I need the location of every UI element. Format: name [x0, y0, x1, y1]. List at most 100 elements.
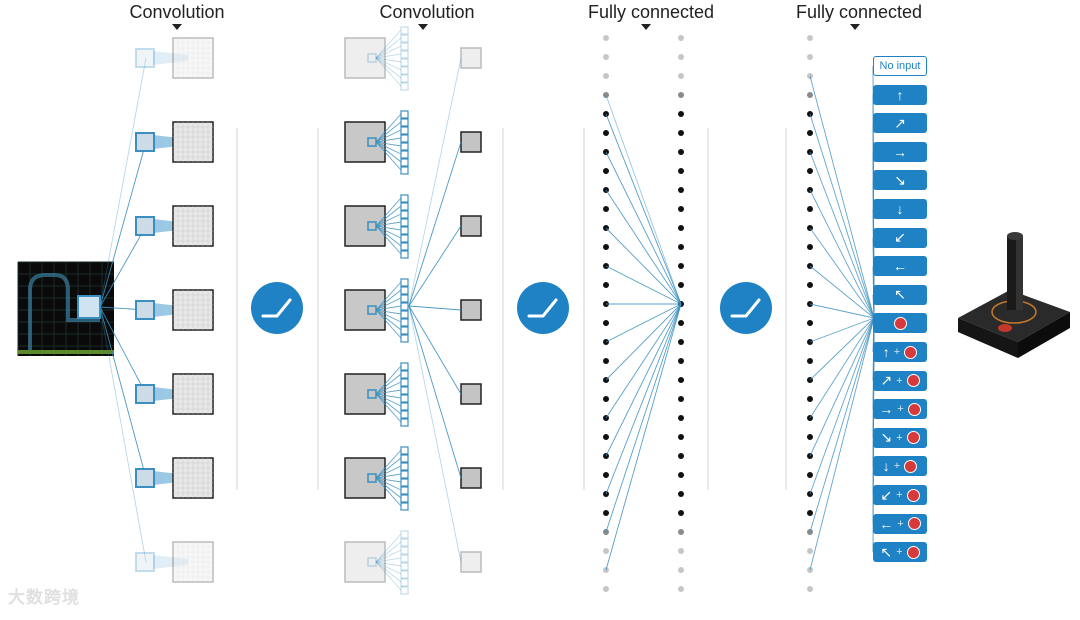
filter-beam: [153, 51, 188, 65]
connection-line: [99, 306, 147, 479]
stage-title-fc1: Fully connected: [587, 2, 715, 22]
game-ground: [18, 350, 114, 354]
filter-fan-line: [375, 533, 402, 563]
direction-arrow-icon: ↗: [880, 372, 893, 389]
filter-fan-line: [375, 561, 402, 591]
conv2-filter-unit: [400, 286, 409, 295]
fc1-output-node: [678, 339, 684, 345]
filter-fan-line: [375, 213, 402, 227]
connection-line: [605, 303, 682, 381]
filter-fan-line: [375, 197, 402, 227]
conv2-output-map: [460, 47, 482, 69]
filter-fan-line: [375, 381, 402, 395]
filter-fan-line: [375, 225, 402, 231]
no-input-label: No input: [879, 60, 921, 72]
action-output: ↙+: [873, 485, 927, 505]
fc2-input-node: [807, 396, 813, 402]
fc2-input-node: [807, 548, 813, 554]
conv2-filter-unit: [400, 26, 409, 35]
fc1-output-node: [678, 415, 684, 421]
action-output: ←: [873, 256, 927, 277]
conv2-input-map: [344, 37, 386, 79]
fire-button-icon: [904, 459, 918, 473]
conv2-filter-unit: [400, 478, 409, 487]
conv2-output-map: [460, 215, 482, 237]
filter-fan-line: [375, 393, 402, 399]
connection-line: [99, 306, 147, 563]
conv2-output-map: [460, 551, 482, 573]
conv1-filter: [135, 216, 155, 236]
connection-line: [408, 305, 462, 311]
direction-arrow-icon: ↑: [882, 344, 890, 360]
conv2-filter-unit: [400, 578, 409, 587]
conv2-input-map: [344, 373, 386, 415]
conv2-filter-unit: [400, 362, 409, 371]
conv2-filter-unit: [400, 202, 409, 211]
direction-arrow-icon: ↗: [894, 114, 906, 131]
connection-line: [408, 225, 462, 307]
conv2-filter-unit: [400, 370, 409, 379]
conv2-filter-unit: [400, 58, 409, 67]
connection-line: [99, 57, 147, 308]
fc1-input-node: [603, 54, 609, 60]
connection-line: [408, 57, 462, 307]
relu-icon: [517, 282, 569, 334]
plus-icon: +: [893, 460, 901, 473]
conv2-filter-unit: [400, 378, 409, 387]
filter-fan-line: [375, 309, 402, 339]
conv2-filter-unit: [400, 250, 409, 259]
conv2-output-map: [460, 467, 482, 489]
connection-line: [605, 303, 682, 571]
fc1-output-node: [678, 453, 684, 459]
filter-fan-line: [375, 477, 402, 483]
stage-marker-fc2: [850, 24, 860, 30]
filter-fan-line: [375, 557, 402, 563]
fc1-output-node: [678, 149, 684, 155]
plus-icon: +: [893, 346, 901, 358]
conv2-filter-unit: [400, 462, 409, 471]
conv2-filter-unit: [400, 410, 409, 419]
connection-line: [605, 227, 682, 305]
fc1-output-node: [678, 529, 684, 535]
fire-button-icon: [907, 517, 921, 531]
connection-line: [605, 303, 682, 419]
conv2-filter-unit: [400, 218, 409, 227]
fc1-output-node: [678, 92, 684, 98]
filter-fan-line: [375, 57, 402, 79]
direction-arrow-icon: →: [893, 143, 907, 160]
filter-fan-line: [375, 305, 402, 311]
direction-arrow-icon: →: [879, 401, 894, 418]
fc1-output-node: [678, 111, 684, 117]
filter-fan-line: [375, 477, 402, 507]
fire-button-icon: [907, 402, 921, 416]
connection-line: [99, 306, 147, 395]
filter-fan-line: [375, 477, 402, 491]
fire-button-icon: [906, 431, 920, 445]
joystick-base-top: [958, 290, 1070, 342]
fc1-input-node: [603, 73, 609, 79]
fc1-output-node: [678, 510, 684, 516]
connection-line: [809, 317, 875, 533]
conv2-filter-unit: [400, 530, 409, 539]
fc2-input-node: [807, 54, 813, 60]
filter-fan-line: [375, 225, 402, 239]
connection-line: [809, 151, 875, 319]
connection-line: [809, 189, 875, 319]
conv2-filter-unit: [400, 50, 409, 59]
fc2-input-node: [807, 472, 813, 478]
fc2-input-node: [807, 168, 813, 174]
fc2-input-node: [807, 282, 813, 288]
filter-fan-line: [375, 205, 402, 227]
fc1-output-node: [678, 244, 684, 250]
conv2-input-map: [344, 289, 386, 331]
fc1-input-node: [603, 320, 609, 326]
conv2-filter-unit: [400, 242, 409, 251]
action-output: ↘+: [873, 427, 927, 448]
connection-line: [809, 317, 875, 419]
fc2-input-node: [807, 130, 813, 136]
filter-fan-line: [375, 29, 402, 59]
filter-fan-line: [375, 129, 402, 143]
connection-line: [809, 317, 875, 571]
fc1-output-node: [678, 130, 684, 136]
conv1-filter: [135, 552, 155, 572]
